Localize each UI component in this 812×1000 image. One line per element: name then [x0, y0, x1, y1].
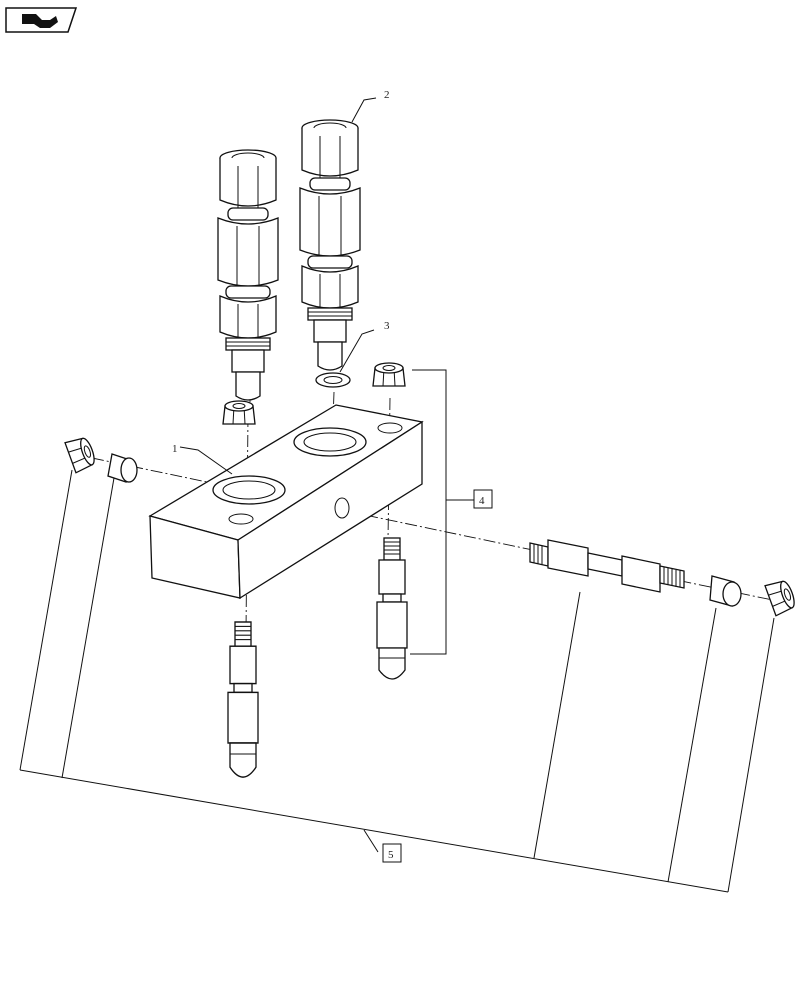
hex-nut-right [764, 577, 799, 617]
manifold-block [148, 404, 424, 600]
o-ring [315, 372, 351, 388]
back-nav-icon[interactable] [5, 7, 78, 33]
callout-2: 2 [384, 89, 390, 101]
pin-lower [227, 621, 259, 778]
callout-4: 4 [479, 495, 485, 507]
callout-1-leader [179, 446, 233, 475]
callout-4-bracket [410, 369, 447, 655]
fitting-left [217, 149, 279, 401]
hex-nut-top-center [222, 400, 256, 425]
hex-nut-top-right [372, 362, 406, 387]
callout-1: 1 [172, 443, 178, 455]
spacer-right [709, 575, 742, 607]
callout-3-leader [339, 329, 375, 373]
callout-2-leader [351, 97, 377, 123]
callout-5-leaders [19, 469, 775, 893]
callout-3: 3 [384, 320, 390, 332]
fitting-right [299, 119, 361, 371]
callout-5-box: 5 [382, 843, 402, 863]
callout-5: 5 [388, 849, 394, 861]
callout-4-box: 4 [473, 489, 493, 509]
hex-nut-left [64, 434, 99, 474]
return-arrow-icon [22, 14, 58, 28]
through-bolt [529, 539, 685, 593]
pin-right [376, 537, 408, 680]
spacer-left [107, 453, 138, 483]
